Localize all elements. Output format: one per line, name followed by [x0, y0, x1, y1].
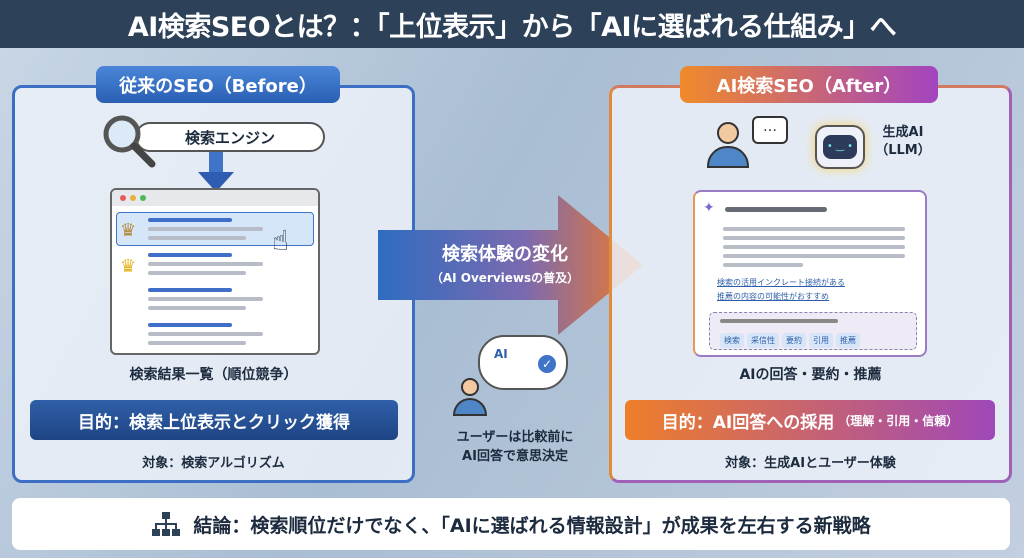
after-label: AI検索SEO（After） — [680, 66, 938, 103]
tag: 采信性 — [747, 333, 779, 348]
search-engine-box: 検索エンジン — [135, 122, 325, 152]
check-icon: ✓ — [538, 355, 556, 373]
hierarchy-icon — [152, 512, 181, 536]
user-decision-line1: ユーザーは比較前に — [456, 430, 574, 445]
user-icon — [448, 378, 492, 422]
before-target: 対象：検索アルゴリズム — [142, 456, 285, 471]
conclusion-text: 結論：検索順位だけでなく、「AIに選ばれる情報設計」が成果を左右する新戦略 — [193, 514, 871, 537]
crown-icon: ♛ — [120, 256, 137, 277]
ai-label: AI — [494, 347, 508, 361]
tag: 検索 — [720, 333, 744, 348]
before-caption: 検索結果一覧（順位競争） — [129, 367, 298, 383]
search-results-window: ♛ ♛ ☝ — [110, 188, 320, 355]
after-goal-text: 目的：AI回答への採用 — [661, 412, 835, 433]
ai-label: 生成AI — [882, 125, 924, 140]
speech-bubble-icon: … — [752, 116, 788, 144]
before-goal: 目的：検索上位表示とクリック獲得 — [30, 400, 398, 440]
citation-link[interactable]: 推薦の内容の可能性がおすすめ — [717, 292, 829, 301]
crown-icon: ♛ — [120, 220, 137, 241]
after-goal: 目的：AI回答への採用（理解・引用・信頼） — [625, 400, 995, 440]
ai-answer-card: ✦ 検索の活用インクレート接続がある 推薦の内容の可能性がおすすめ 検索采信性要… — [693, 190, 927, 357]
citation-link[interactable]: 検索の活用インクレート接続がある — [717, 278, 845, 287]
before-label: 従来のSEO（Before） — [96, 66, 340, 103]
user-decision-line2: AI回答で意思決定 — [462, 449, 568, 464]
tag: 推薦 — [836, 333, 860, 348]
robot-icon: • ‿ • — [815, 125, 865, 169]
magnifier-icon — [103, 115, 156, 168]
transition-arrow — [378, 195, 643, 335]
tag: 要約 — [782, 333, 806, 348]
transition-title: 検索体験の変化 — [442, 244, 568, 265]
after-goal-sub: （理解・引用・信頼） — [838, 413, 959, 428]
after-target: 対象：生成AIとユーザー体験 — [725, 456, 896, 471]
sparkle-icon: ✦ — [703, 200, 715, 216]
conclusion-bar: 結論：検索順位だけでなく、「AIに選ばれる情報設計」が成果を左右する新戦略 — [12, 498, 1010, 550]
tag: 引用 — [809, 333, 833, 348]
page-title: AI検索SEOとは？：「上位表示」から「AIに選ばれる仕組み」へ — [0, 0, 1024, 48]
transition-subtitle: （AI Overviewsの普及） — [430, 271, 580, 285]
llm-label: （LLM） — [875, 143, 931, 158]
user-icon — [705, 122, 751, 174]
after-caption: AIの回答・要約・推薦 — [739, 367, 882, 383]
ai-tags-box: 検索采信性要約引用推薦 — [709, 312, 917, 350]
thought-cloud: AI ✓ — [478, 335, 568, 390]
down-arrow-icon — [198, 152, 234, 192]
pointer-hand-icon: ☝ — [272, 224, 290, 257]
